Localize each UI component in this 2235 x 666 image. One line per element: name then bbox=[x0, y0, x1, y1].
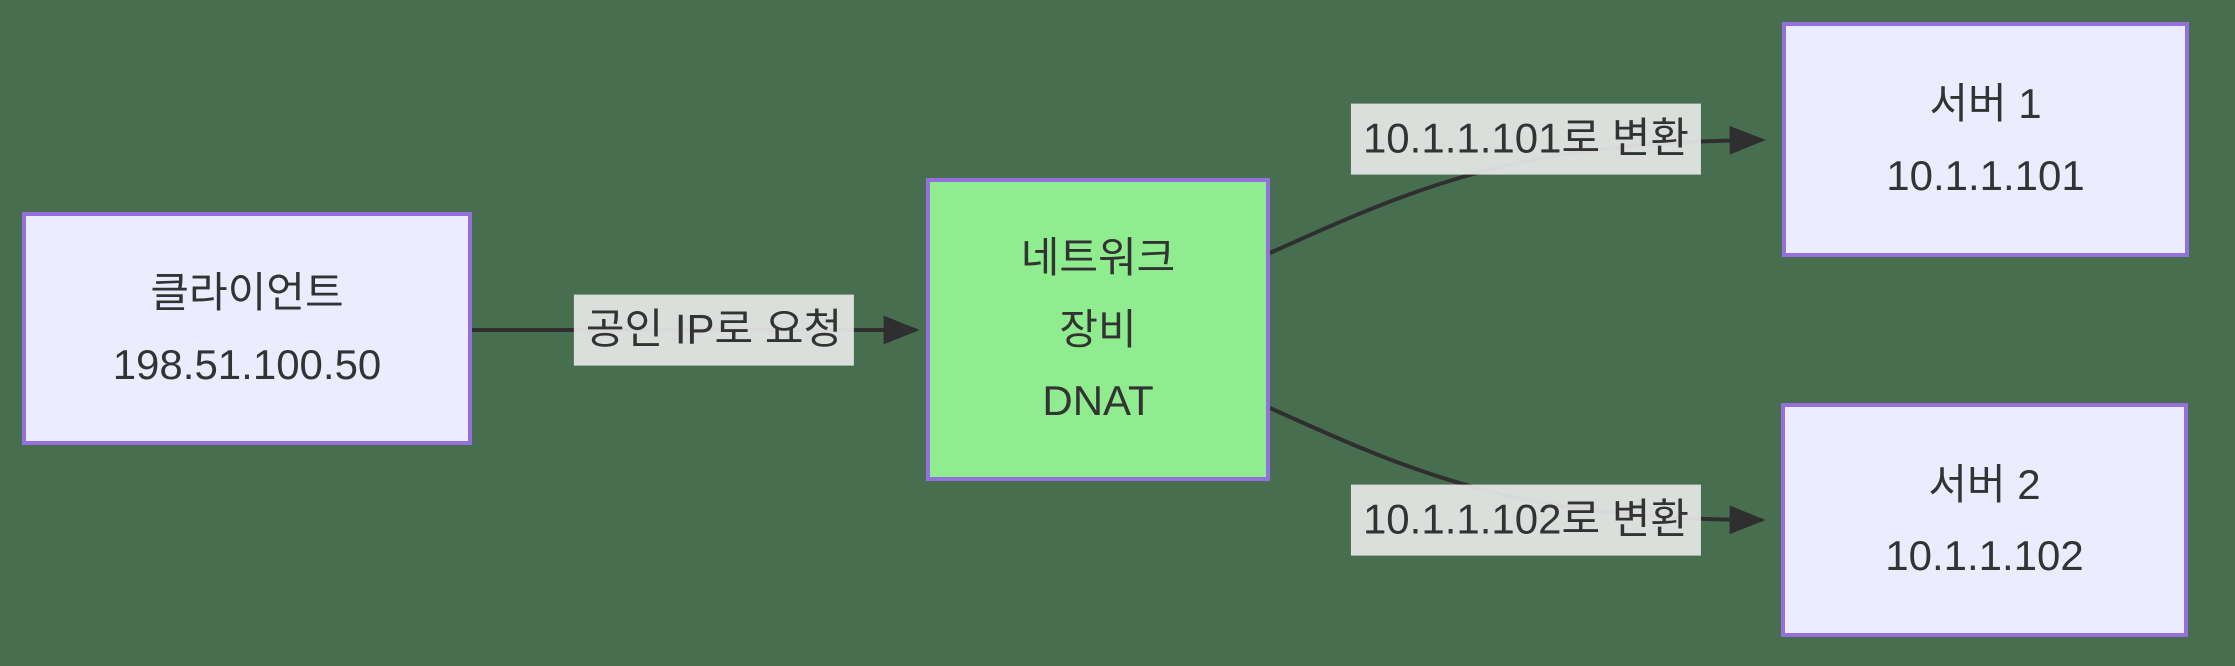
node-server2: 서버 2 10.1.1.102 bbox=[1781, 403, 2188, 637]
node-server2-ip: 10.1.1.102 bbox=[1885, 532, 2084, 579]
node-server1-ip: 10.1.1.101 bbox=[1886, 151, 2085, 199]
node-client-ip: 198.51.100.50 bbox=[112, 340, 382, 388]
node-client: 클라이언트 198.51.100.50 bbox=[22, 212, 472, 445]
node-dnat-line3: DNAT bbox=[1042, 377, 1154, 425]
edge-label-public-ip-request: 공인 IP로 요청 bbox=[573, 294, 855, 366]
node-client-title: 클라이언트 bbox=[150, 269, 344, 317]
node-dnat: 네트워크 장비 DNAT bbox=[926, 178, 1270, 481]
edge-label-translate-101: 10.1.1.101로 변환 bbox=[1350, 103, 1702, 175]
edge-label-translate-102: 10.1.1.102로 변환 bbox=[1350, 484, 1702, 556]
node-dnat-line1: 네트워크 bbox=[1020, 234, 1176, 282]
node-server1: 서버 1 10.1.1.101 bbox=[1782, 22, 2189, 257]
node-server2-title: 서버 2 bbox=[1928, 460, 2041, 508]
node-dnat-line2: 장비 bbox=[1059, 305, 1137, 353]
node-server1-title: 서버 1 bbox=[1929, 80, 2042, 128]
